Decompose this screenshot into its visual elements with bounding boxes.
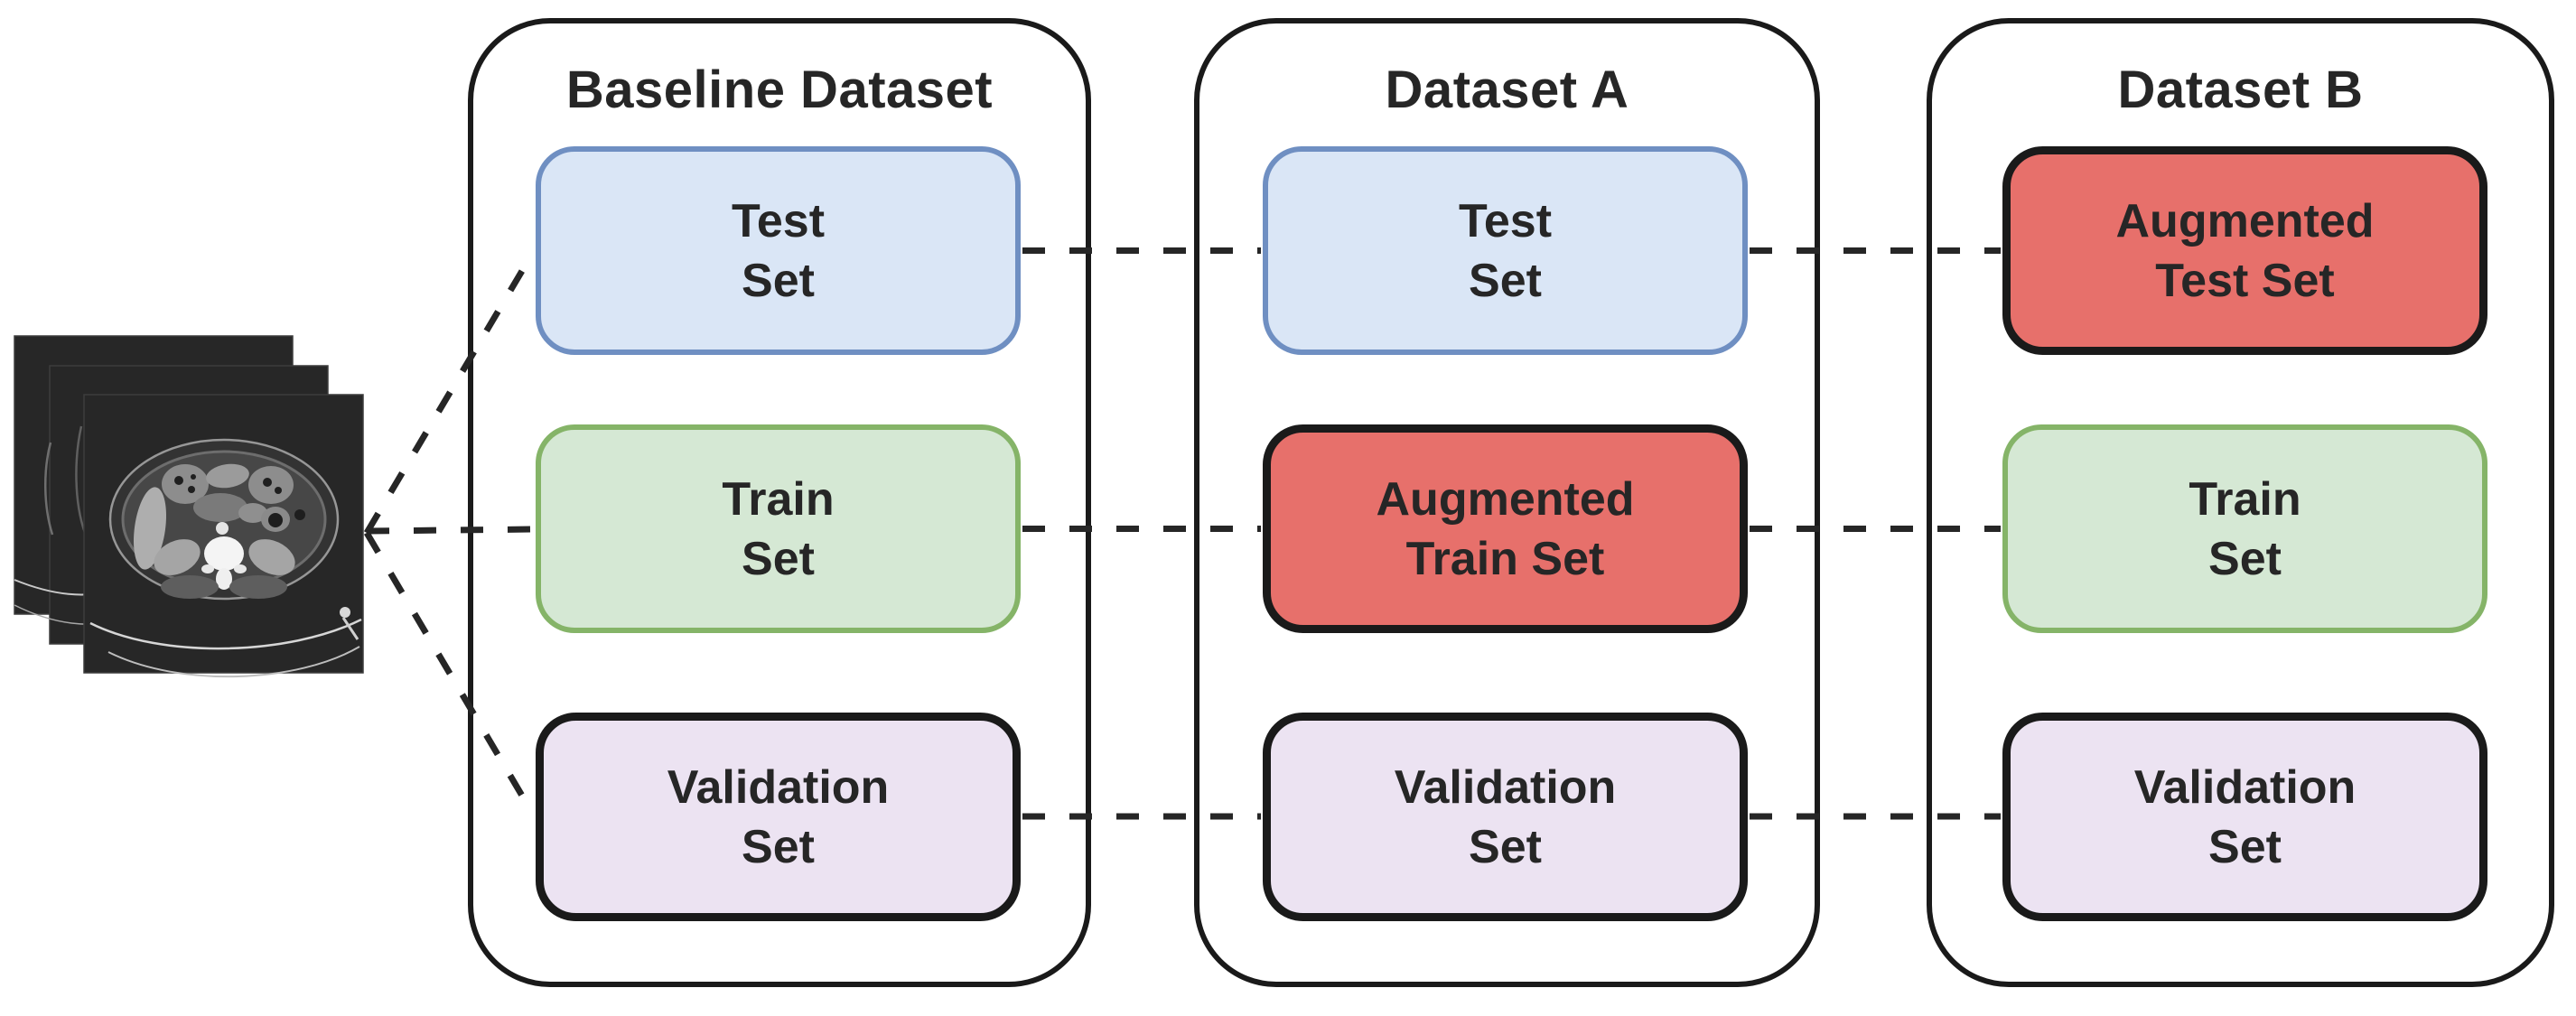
ct-scan-stack [14, 335, 364, 678]
ct-liver [133, 487, 167, 570]
ct-muscle-left [161, 575, 219, 599]
dataset-a-augmented-train-set-box [1263, 424, 1748, 633]
ct-back-arc-2 [75, 425, 87, 534]
label-line: Test [731, 194, 826, 247]
dataset-a-augmented-train-set-label: Augmented Train Set [1263, 424, 1748, 633]
ct-speckle [174, 476, 183, 485]
label-line: Set [2208, 532, 2282, 585]
dataset-a-validation-set-label: Validation Set [1263, 713, 1748, 921]
baseline-dataset-title: Baseline Dataset [565, 61, 994, 119]
ct-colon-lumen [268, 513, 283, 527]
ct-speckle [191, 474, 196, 480]
label-line: Train [2189, 472, 2301, 526]
label-line: Set [742, 820, 815, 873]
ct-bowel-left [162, 464, 209, 504]
label-line: Augmented [2115, 194, 2375, 247]
ct-speckle [275, 487, 282, 494]
baseline-train-set-label: Train Set [536, 424, 1021, 633]
dataset-b-train-set-label: Train Set [2002, 424, 2487, 633]
connector-source-to-train [366, 526, 535, 535]
ct-mesentery [193, 493, 247, 522]
connector-source-to-test [363, 249, 537, 535]
ct-bowel-loop [238, 503, 267, 523]
ct-spinous-process [216, 568, 232, 590]
ct-stomach [206, 463, 249, 489]
ct-gas-pocket [294, 509, 305, 520]
connector-lines [363, 247, 2001, 820]
label-line: Set [1469, 820, 1542, 873]
connector-source-to-validation [363, 531, 537, 817]
ct-speckle [263, 478, 272, 487]
ct-table-line [89, 618, 362, 650]
label-line: Test Set [2155, 254, 2335, 307]
dataset-b-validation-set-box [2002, 713, 2487, 921]
ct-kidney-right [248, 539, 295, 575]
ct-back-arc [43, 442, 54, 536]
label-line: Validation [1394, 760, 1617, 814]
label-line: Test [1458, 194, 1553, 247]
ct-marker-line [341, 617, 359, 640]
ct-table-line-2 [107, 646, 360, 678]
ct-scan-image [89, 438, 362, 678]
ct-vertebra [204, 536, 244, 571]
dataset-b-augmented-test-set-box [2002, 146, 2487, 355]
label-line: Set [2208, 820, 2282, 873]
ct-bone-bit [234, 564, 247, 573]
ct-aorta [216, 522, 229, 535]
ct-bone-bit [201, 564, 214, 573]
dataset-a-title: Dataset A [1385, 61, 1629, 119]
dataset-a-test-set-box [1263, 146, 1748, 355]
label-line: Train [722, 472, 835, 526]
label-line: Validation [667, 760, 890, 814]
label-line: Set [1469, 254, 1542, 307]
baseline-validation-set-box [536, 713, 1021, 921]
ct-speckle [188, 486, 195, 493]
label-line: Set [742, 254, 815, 307]
label-line: Train Set [1405, 532, 1605, 585]
baseline-validation-set-label: Validation Set [536, 713, 1021, 921]
dataset-b-validation-set-label: Validation Set [2002, 713, 2487, 921]
dataset-b-title: Dataset B [2117, 61, 2364, 119]
baseline-test-set-box [536, 146, 1021, 355]
baseline-test-set-label: Test Set [536, 146, 1021, 355]
baseline-train-set-box [536, 424, 1021, 633]
dataset-b-train-set-box [2002, 424, 2487, 633]
dataset-a-test-set-label: Test Set [1263, 146, 1748, 355]
ct-kidney-left [154, 539, 201, 575]
label-line: Augmented [1376, 472, 1635, 526]
dataset-a-validation-set-box [1263, 713, 1748, 921]
ct-marker-dot [340, 607, 350, 618]
label-line: Set [742, 532, 815, 585]
dataset-b-augmented-test-set-label: Augmented Test Set [2002, 146, 2487, 355]
ct-muscle-right [229, 575, 287, 599]
label-line: Validation [2133, 760, 2357, 814]
